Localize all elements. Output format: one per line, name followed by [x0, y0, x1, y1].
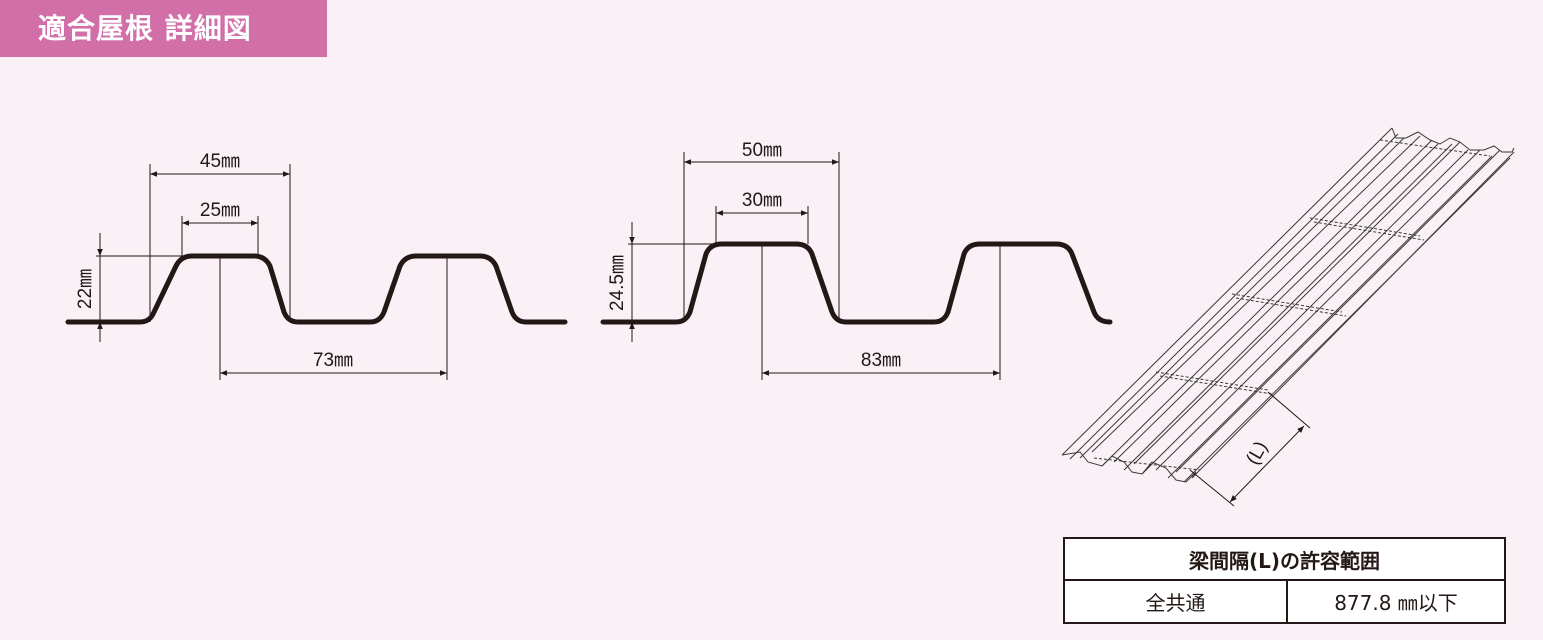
dim-label-width-crest: 25㎜ — [200, 200, 240, 221]
table-header: 梁間隔(L)の許容範囲 — [1063, 537, 1506, 581]
dim-label-width-top: 50㎜ — [742, 140, 782, 161]
page-title: 適合屋根 詳細図 — [0, 0, 327, 57]
dim-label-width-top: 45㎜ — [200, 151, 240, 172]
profile-b: 50㎜ 30㎜ 83㎜ 24.5㎜ — [600, 140, 1113, 380]
span-spec-table: 梁間隔(L)の許容範囲 全共通 877.8 ㎜以下 — [1063, 537, 1506, 624]
profile-b-outline — [600, 241, 1113, 325]
dim-label-width-crest: 30㎜ — [742, 190, 782, 211]
dim-label-pitch: 83㎜ — [861, 350, 901, 371]
dim-label-pitch: 73㎜ — [313, 350, 353, 371]
row-value: 877.8 ㎜以下 — [1286, 579, 1506, 624]
profile-a-outline — [65, 253, 568, 325]
dim-label-height: 22㎜ — [75, 269, 96, 309]
row-label: 全共通 — [1063, 579, 1288, 624]
table-row: 全共通 877.8 ㎜以下 — [1063, 579, 1506, 624]
profile-a: 45㎜ 25㎜ 73㎜ 22㎜ — [65, 151, 568, 380]
roof-panel-perspective: (L) — [1061, 127, 1515, 507]
dim-label-height: 24.5㎜ — [607, 255, 628, 311]
span-dimension-line — [1229, 425, 1305, 503]
